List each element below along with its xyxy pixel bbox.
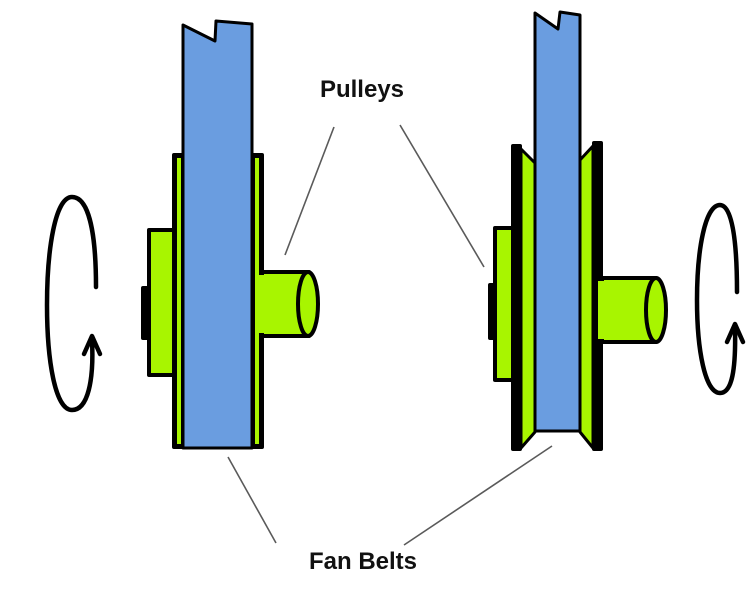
right-shaft-end xyxy=(644,276,668,344)
right-pulley-hub-cap xyxy=(488,283,497,340)
right-pulley-right-flange xyxy=(592,141,603,451)
pulleys-label: Pulleys xyxy=(320,76,404,103)
right-pulley-left-flange xyxy=(511,144,522,451)
left-pulley-hub-cap xyxy=(141,286,150,340)
left-pulley-right-flange-rim xyxy=(255,158,259,444)
fan-belts-pointer-left xyxy=(227,456,277,544)
left-shaft-end xyxy=(296,270,320,338)
right-pulley-right-groove-wall xyxy=(578,144,595,450)
fan-belts-label: Fan Belts xyxy=(309,548,417,575)
left-rotation-arrowhead xyxy=(81,333,103,357)
right-pulley xyxy=(488,141,668,451)
left-fan-belt xyxy=(181,19,254,450)
right-rotation-arrow-icon xyxy=(694,202,746,396)
pulleys-pointer-left xyxy=(284,126,335,256)
right-shaft-cover xyxy=(598,281,604,339)
left-rotation-arc xyxy=(44,194,99,413)
left-rotation-arrow-icon xyxy=(44,194,103,413)
right-pulley-left-groove-wall xyxy=(519,147,537,450)
right-fan-belt xyxy=(533,10,582,433)
right-rotation-arrowhead xyxy=(724,321,746,345)
left-shaft-cover xyxy=(258,275,264,333)
left-pulley-left-flange-rim xyxy=(177,158,181,444)
fan-belts-pointer-right xyxy=(403,445,553,546)
right-rotation-arc xyxy=(694,202,740,396)
pulleys-pointer-right xyxy=(399,124,485,268)
